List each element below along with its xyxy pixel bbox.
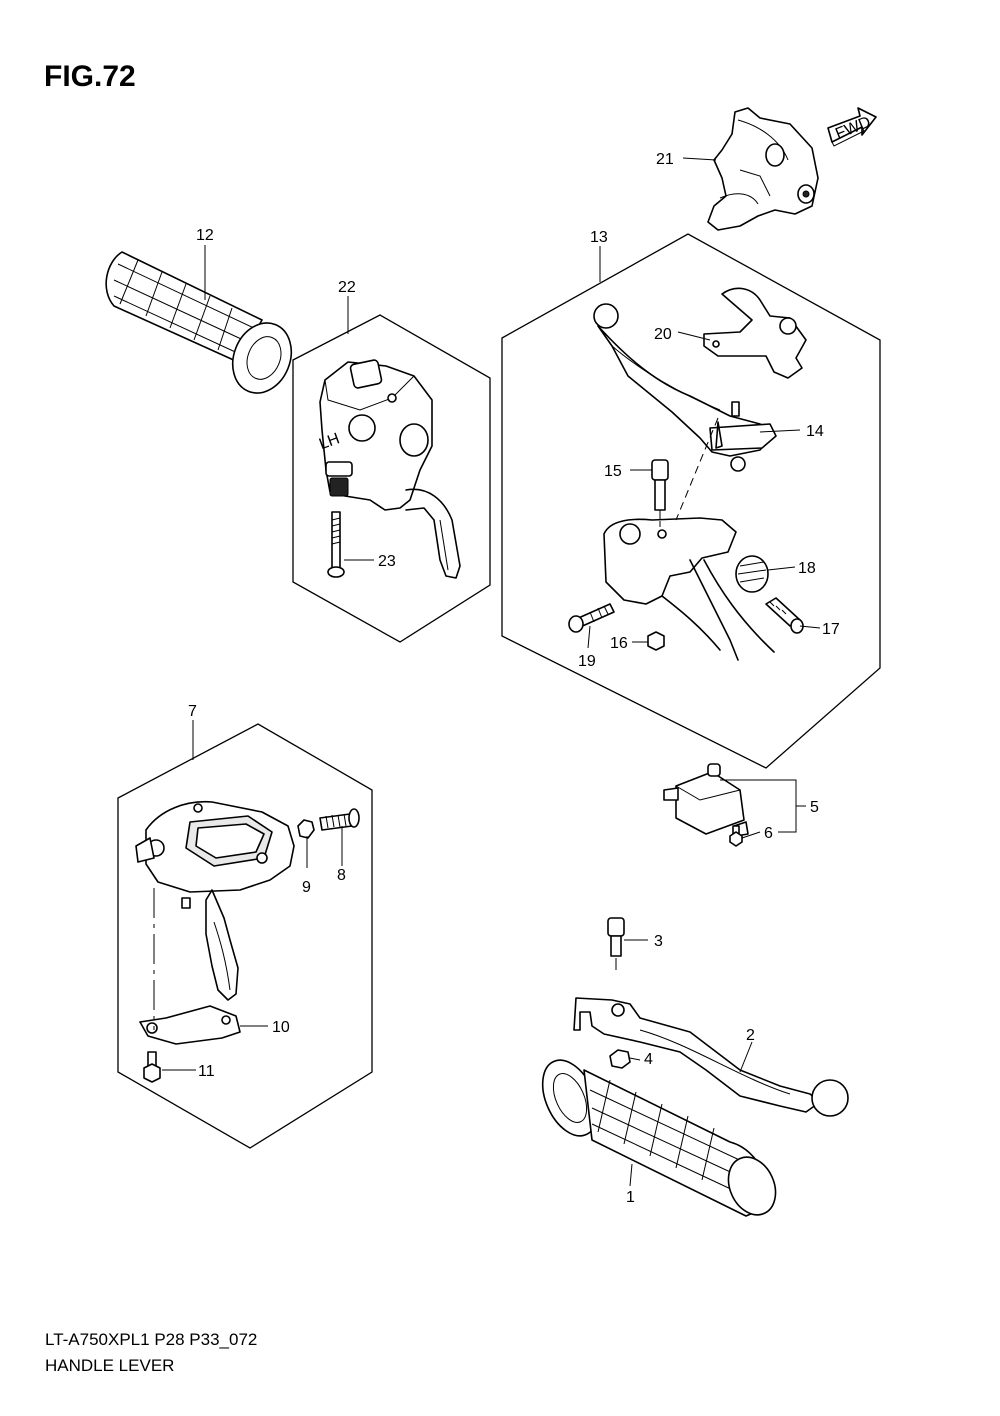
callout-10: 10 <box>272 1019 290 1036</box>
adjuster-18 <box>735 555 769 593</box>
right-grip-1 <box>541 1059 777 1217</box>
callout-20: 20 <box>654 326 672 343</box>
screw-11 <box>143 1051 161 1083</box>
throttle-assembly-box <box>117 723 373 1149</box>
callout-4: 4 <box>644 1051 653 1068</box>
callout-22: 22 <box>338 279 356 296</box>
callout-7: 7 <box>188 703 197 720</box>
model-code: LT-A750XPL1 P28 P33_072 <box>45 1330 258 1349</box>
callout-1: 1 <box>626 1189 635 1206</box>
lever-holder <box>603 517 775 661</box>
bolt-8 <box>319 808 360 831</box>
left-grip-12 <box>105 251 293 394</box>
clutch-lever-13 <box>593 303 777 472</box>
callout-9: 9 <box>302 879 311 896</box>
screw-23 <box>327 511 345 578</box>
bolt-19 <box>568 603 615 633</box>
throttle-housing-7 <box>135 800 295 1001</box>
callout-14: 14 <box>806 423 824 440</box>
callout-13: 13 <box>590 229 608 246</box>
bolt-17 <box>765 597 804 634</box>
callout-16: 16 <box>610 635 628 652</box>
lever-assembly-box <box>501 233 881 769</box>
leader-lines <box>162 157 821 1187</box>
callout-19: 19 <box>578 653 596 670</box>
callout-18: 18 <box>798 560 816 577</box>
switch-assembly-box <box>292 314 491 643</box>
callout-11: 11 <box>198 1063 215 1080</box>
screw-6 <box>729 825 743 847</box>
callout-8: 8 <box>337 867 346 884</box>
fwd-arrow-icon: FWD <box>827 107 877 147</box>
handlebar-switch-22: LH <box>317 359 461 579</box>
callout-12: 12 <box>196 227 214 244</box>
callout-3: 3 <box>654 933 663 950</box>
brake-lever-2 <box>573 997 849 1117</box>
figure-title: FIG.72 <box>44 60 136 93</box>
callout-labels: 12 22 13 21 20 14 15 18 17 16 19 23 7 9 … <box>188 151 840 1206</box>
callout-17: 17 <box>822 621 840 638</box>
svg-text:LH: LH <box>317 430 342 453</box>
nut-16 <box>647 631 665 651</box>
lever-guard-21 <box>707 107 819 231</box>
callout-5: 5 <box>810 799 819 816</box>
callout-21: 21 <box>656 151 674 168</box>
callout-2: 2 <box>746 1027 755 1044</box>
callout-6: 6 <box>764 825 773 842</box>
nut-9 <box>297 819 315 839</box>
callout-23: 23 <box>378 553 396 570</box>
section-name: HANDLE LEVER <box>45 1356 175 1375</box>
nut-4 <box>609 1049 631 1069</box>
bracket-20 <box>703 287 807 379</box>
cover-plate-10 <box>139 1005 241 1045</box>
pivot-bolt-3 <box>607 917 625 970</box>
callout-15: 15 <box>604 463 622 480</box>
